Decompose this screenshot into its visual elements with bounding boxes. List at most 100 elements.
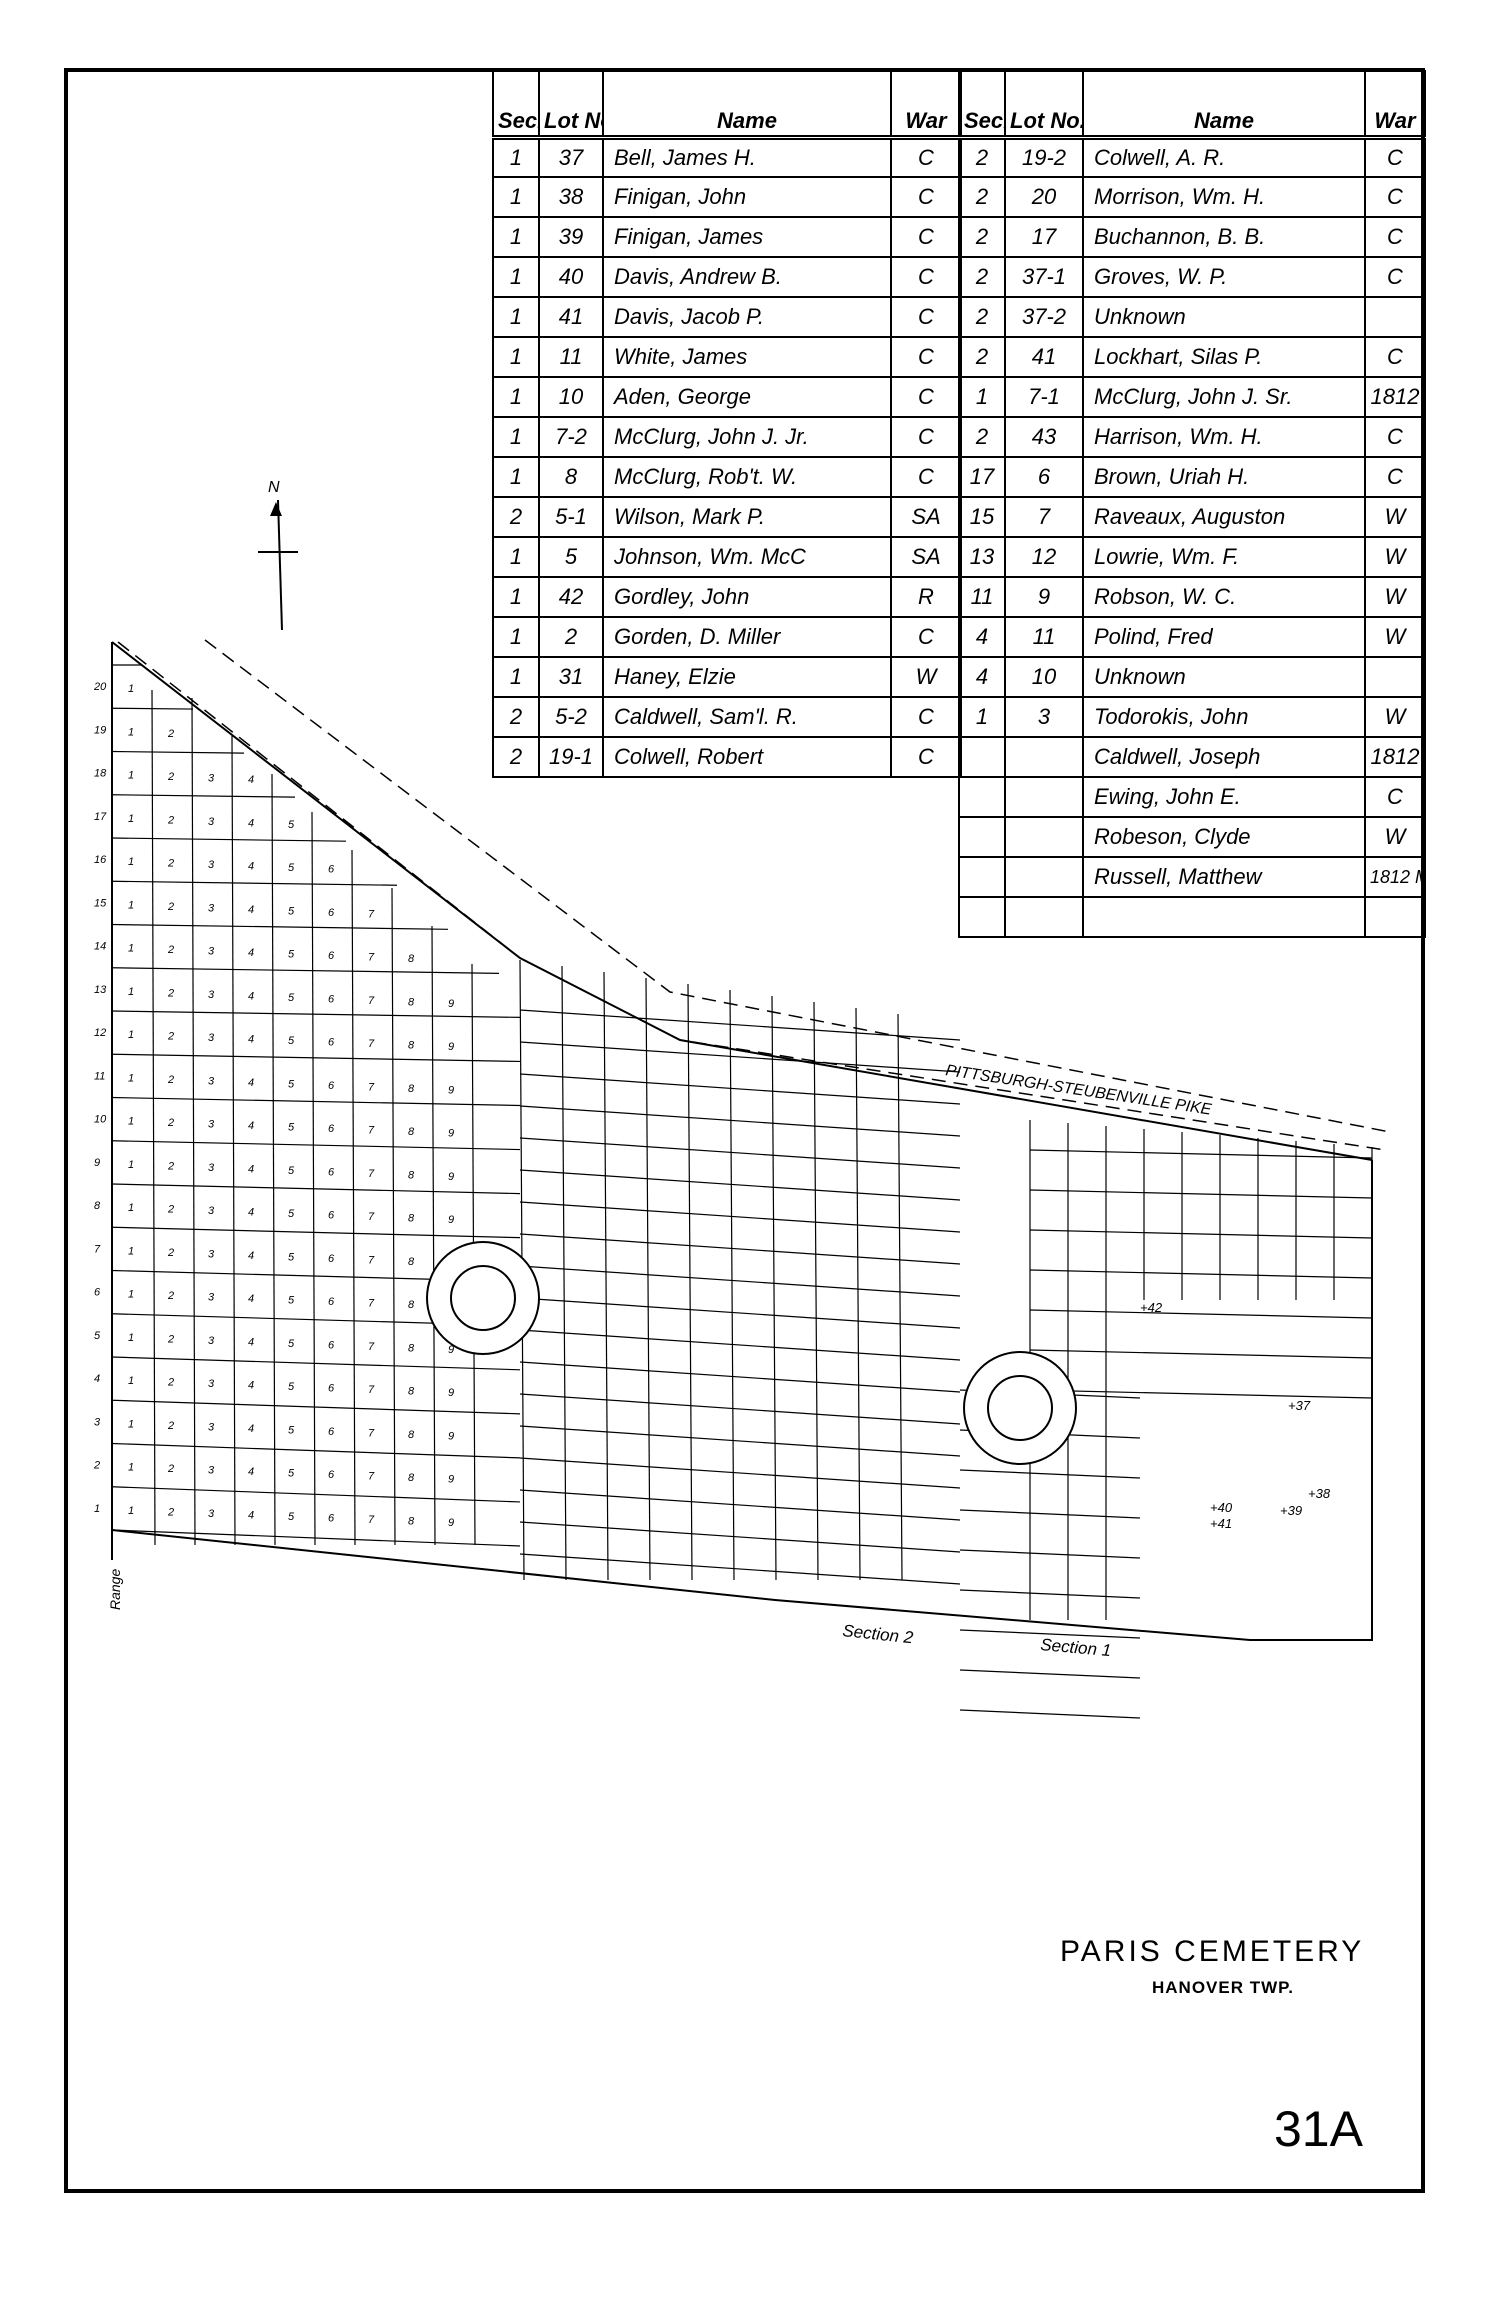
cell-lot: 3 <box>1004 696 1084 738</box>
svg-text:3: 3 <box>94 1416 101 1428</box>
cell-sec: 2 <box>958 296 1006 338</box>
svg-text:2: 2 <box>167 1074 174 1086</box>
svg-text:3: 3 <box>208 1205 215 1217</box>
svg-text:1: 1 <box>128 1462 134 1474</box>
road-label: PITTSBURGH-STEUBENVILLE PIKE <box>944 1062 1212 1119</box>
cell-name: Johnson, Wm. McC <box>602 536 892 578</box>
col-sec: Sec. No. <box>492 70 540 138</box>
svg-text:+42: +42 <box>1140 1300 1163 1315</box>
svg-text:2: 2 <box>167 987 174 999</box>
svg-text:1: 1 <box>128 1245 134 1257</box>
svg-text:4: 4 <box>248 1034 254 1046</box>
cell-war: 1812 <box>1364 376 1426 418</box>
cell-lot: 12 <box>1004 536 1084 578</box>
svg-text:7: 7 <box>368 1384 375 1396</box>
cell-sec: 2 <box>492 736 540 778</box>
svg-text:7: 7 <box>368 995 375 1007</box>
svg-text:7: 7 <box>368 1038 375 1050</box>
svg-text:6: 6 <box>328 950 335 962</box>
col-sec: Sec. No. <box>958 70 1006 138</box>
svg-text:+37: +37 <box>1288 1398 1311 1413</box>
svg-text:9: 9 <box>448 1387 454 1399</box>
cell-name: Robson, W. C. <box>1082 576 1366 618</box>
svg-text:2: 2 <box>167 1506 174 1518</box>
cell-war: C <box>890 736 962 778</box>
cell-lot: 9 <box>1004 576 1084 618</box>
svg-text:2: 2 <box>167 1420 174 1432</box>
svg-text:8: 8 <box>408 1472 415 1484</box>
cell-war: W <box>1364 536 1426 578</box>
svg-text:8: 8 <box>408 1386 415 1398</box>
svg-text:1: 1 <box>94 1503 100 1515</box>
svg-text:+41: +41 <box>1210 1516 1232 1531</box>
svg-text:9: 9 <box>448 1344 454 1356</box>
cell-name: McClurg, Rob't. W. <box>602 456 892 498</box>
cell-war: W <box>1364 816 1426 858</box>
svg-text:2: 2 <box>167 901 174 913</box>
svg-text:1: 1 <box>128 943 134 955</box>
svg-text:3: 3 <box>208 1248 215 1260</box>
cell-name: Groves, W. P. <box>1082 256 1366 298</box>
cell-war: C <box>890 136 962 178</box>
svg-text:4: 4 <box>248 1466 254 1478</box>
svg-text:9: 9 <box>448 1474 454 1486</box>
registry-table-right: Sec. No. Lot No. Name War 219-2Colwell, … <box>958 70 1426 938</box>
svg-text:5: 5 <box>288 1078 295 1090</box>
svg-text:4: 4 <box>248 1163 254 1175</box>
cell-war: C <box>890 456 962 498</box>
svg-text:4: 4 <box>248 817 254 829</box>
svg-text:2: 2 <box>167 728 174 740</box>
svg-text:3: 3 <box>208 1292 215 1304</box>
cell-name: Aden, George <box>602 376 892 418</box>
svg-text:6: 6 <box>328 907 335 919</box>
cell-sec <box>958 816 1006 858</box>
cell-name: Brown, Uriah H. <box>1082 456 1366 498</box>
svg-text:13: 13 <box>94 984 107 996</box>
svg-text:6: 6 <box>328 1426 335 1438</box>
page-frame <box>64 68 1425 2193</box>
section-2-label: Section 2 <box>842 1621 915 1647</box>
svg-text:7: 7 <box>368 1125 375 1137</box>
svg-text:9: 9 <box>448 1041 454 1053</box>
svg-text:+40: +40 <box>1210 1500 1233 1515</box>
svg-text:9: 9 <box>448 1214 454 1226</box>
svg-text:4: 4 <box>248 1293 254 1305</box>
svg-text:1: 1 <box>128 856 134 868</box>
cell-sec: 1 <box>492 616 540 658</box>
svg-text:7: 7 <box>94 1243 101 1255</box>
svg-text:8: 8 <box>94 1200 101 1212</box>
cell-sec: 17 <box>958 456 1006 498</box>
cemetery-outline <box>111 641 1373 1641</box>
svg-text:3: 3 <box>208 816 215 828</box>
svg-text:1: 1 <box>128 1375 134 1387</box>
cell-lot <box>1004 776 1084 818</box>
svg-text:3: 3 <box>208 1508 215 1520</box>
cell-name: Gorden, D. Miller <box>602 616 892 658</box>
cell-name: Finigan, John <box>602 176 892 218</box>
cell-name: Unknown <box>1082 656 1366 698</box>
cell-sec: 1 <box>492 216 540 258</box>
cell-sec: 1 <box>492 376 540 418</box>
svg-text:4: 4 <box>248 1380 254 1392</box>
cell-lot: 20 <box>1004 176 1084 218</box>
svg-text:2: 2 <box>167 1290 174 1302</box>
svg-text:7: 7 <box>368 1211 375 1223</box>
svg-text:5: 5 <box>288 1381 295 1393</box>
cell-war: C <box>890 176 962 218</box>
svg-text:+38: +38 <box>1308 1486 1331 1501</box>
cell-sec: 1 <box>492 256 540 298</box>
svg-text:4: 4 <box>248 1250 254 1262</box>
cell-name: Colwell, Robert <box>602 736 892 778</box>
cell-name: Harrison, Wm. H. <box>1082 416 1366 458</box>
